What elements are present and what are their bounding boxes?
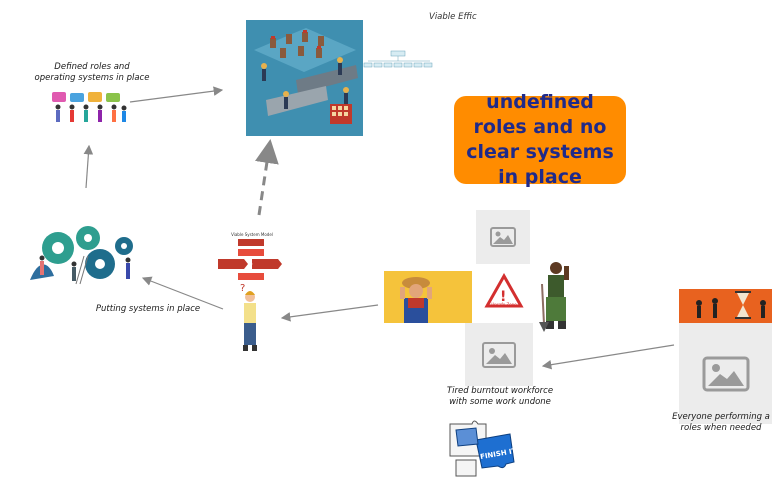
thinking-person-icon: ? <box>240 283 257 351</box>
unsafe-zone-sign: ! Unsafe Zone <box>484 272 524 316</box>
vsm-chart-title: Viable System Model <box>231 232 273 237</box>
vsm-chart-group: Viable System Model ? ? <box>214 232 290 362</box>
arrow-roles-to-factory <box>129 86 224 103</box>
warning-icon: ! <box>484 272 524 308</box>
caption-defined-roles: Defined roles and operating systems in p… <box>34 62 150 83</box>
callout-undefined-roles: undefined roles and no clear systems in … <box>454 91 626 188</box>
svg-text:!: ! <box>500 289 506 305</box>
caption-tired-workforce: Tired burntout workforce with some work … <box>446 386 554 407</box>
factory-illustration <box>246 20 363 136</box>
caption-putting-systems: Putting systems in place <box>95 304 201 314</box>
tired-worker-shovel-illustration <box>539 262 569 332</box>
frustrated-worker-image <box>384 271 472 323</box>
image-icon <box>490 227 516 247</box>
arrow-vsm-to-factory <box>255 139 279 216</box>
org-chart-mini <box>363 50 433 68</box>
team-roles-illustration <box>52 92 127 122</box>
image-icon <box>482 341 516 368</box>
image-placeholder-center <box>465 323 533 386</box>
finish-it-puzzle-illustration: FINISH IT <box>446 416 518 480</box>
gears-teamwork-illustration <box>30 226 133 285</box>
svg-text:?: ? <box>250 263 253 269</box>
image-placeholder-right <box>679 323 772 424</box>
diagram-title: Viable Effic <box>429 12 477 22</box>
arrow-gears-to-roles <box>83 144 94 189</box>
team-hourglass-image <box>679 289 772 323</box>
svg-text:?: ? <box>240 283 245 294</box>
arrow-workforce-to-vsm <box>280 304 379 322</box>
arrow-everyone-to-workforce <box>541 344 675 370</box>
arrow-vsm-to-gears <box>141 276 224 310</box>
vsm-chart-diagram: ? <box>218 239 282 280</box>
image-icon <box>702 356 749 391</box>
image-placeholder-top <box>476 210 530 264</box>
warning-sign-label: Unsafe Zone <box>491 302 517 307</box>
caption-everyone-performing: Everyone performing a roles when needed <box>672 412 770 433</box>
